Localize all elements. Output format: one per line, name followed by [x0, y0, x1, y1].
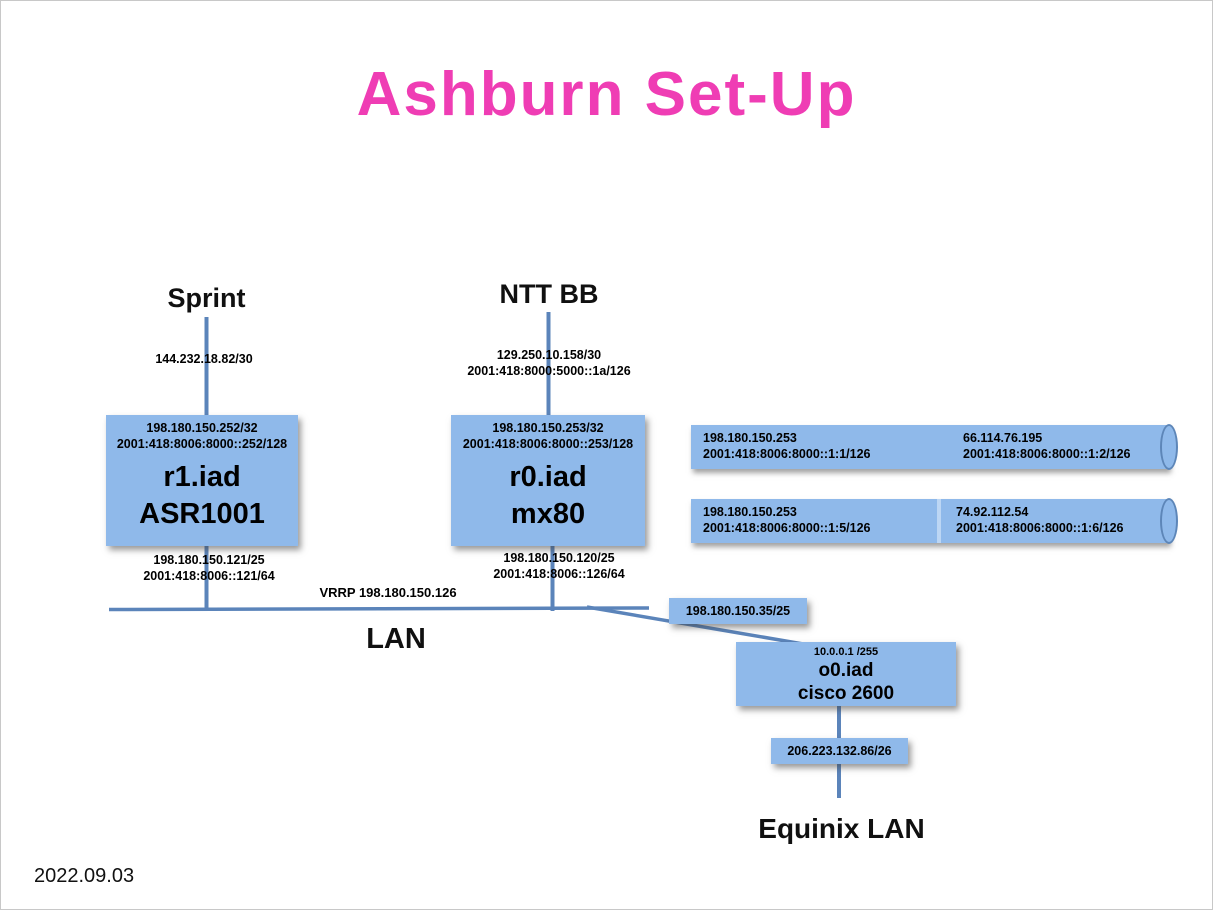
r0-loopback-ipv6: 2001:418:8006:8000::253/128: [462, 437, 634, 452]
tunnel-2-local-ips: 198.180.150.253 2001:418:8006:8000::1:5/…: [703, 504, 871, 537]
tunnel-1-cylinder: 198.180.150.253 2001:418:8006:8000::1:1/…: [691, 424, 1178, 470]
tunnel-1-local-ipv6: 2001:418:8006:8000::1:1/126: [703, 447, 871, 462]
tunnel-2-local-ipv6: 2001:418:8006:8000::1:5/126: [703, 521, 871, 536]
tunnel-2-remote-ipv6: 2001:418:8006:8000::1:6/126: [956, 521, 1124, 536]
equinix-ip-chip: 206.223.132.86/26: [771, 738, 908, 764]
tunnel-2-cylinder: 198.180.150.253 2001:418:8006:8000::1:5/…: [691, 498, 1178, 544]
sprint-link-ip: 144.232.18.82/30: [155, 352, 253, 366]
r1-hostname: r1.iad: [163, 460, 241, 493]
tunnel-1-remote-ips: 66.114.76.195 2001:418:8006:8000::1:2/12…: [963, 430, 1131, 463]
r0-lan-ipv6: 2001:418:8006::126/64: [493, 567, 625, 582]
tunnel-2-remote-ipv4: 74.92.112.54: [956, 505, 1029, 519]
tunnel-1-local-ipv4: 198.180.150.253: [703, 431, 797, 445]
r0-lan-ips: 198.180.150.120/25 2001:418:8006::126/64: [469, 550, 649, 583]
r0-loopback-ipv4: 198.180.150.253/32: [492, 421, 604, 435]
tunnel-1-remote-ipv6: 2001:418:8006:8000::1:2/126: [963, 447, 1131, 462]
r0-model: mx80: [510, 498, 586, 531]
r1-loopback-ips: 198.180.150.252/32 2001:418:8006:8000::2…: [117, 420, 287, 453]
r1-loopback-ipv6: 2001:418:8006:8000::252/128: [116, 437, 288, 452]
equinix-lan-label: Equinix LAN: [758, 813, 925, 844]
r0-loopback-ips: 198.180.150.253/32 2001:418:8006:8000::2…: [463, 420, 633, 453]
o0-mgmt-ip: 10.0.0.1 /255: [813, 646, 879, 658]
r0-lan-ipv4: 198.180.150.120/25: [503, 551, 615, 565]
tunnel-2-cap: [1160, 498, 1178, 544]
o0-model: cisco 2600: [797, 683, 895, 705]
r1-lan-ips: 198.180.150.121/25 2001:418:8006::121/64: [119, 552, 299, 585]
o0-link-ipv4: 198.180.150.35/25: [685, 603, 791, 618]
tunnel-1-cap: [1160, 424, 1178, 470]
tunnel-1-remote-ipv4: 66.114.76.195: [963, 431, 1043, 445]
r0-hostname: r0.iad: [509, 460, 587, 493]
vrrp-label: VRRP 198.180.150.126: [319, 585, 457, 600]
r1-lan-ipv4: 198.180.150.121/25: [153, 553, 265, 567]
ntt-link-ipv4: 129.250.10.158/30: [496, 348, 602, 362]
ntt-link-ipv6: 2001:418:8000:5000::1a/126: [467, 364, 631, 379]
tunnel-2-seam: [937, 499, 941, 543]
equinix-ipv4: 206.223.132.86/26: [787, 743, 892, 758]
provider-ntt-label: NTT BB: [499, 279, 599, 309]
r1-lan-ipv6: 2001:418:8006::121/64: [143, 569, 275, 584]
slide-title: Ashburn Set-Up: [356, 60, 857, 129]
provider-sprint-label: Sprint: [167, 283, 246, 313]
ntt-link-ips: 129.250.10.158/30 2001:418:8000:5000::1a…: [449, 347, 649, 380]
tunnel-2-remote-ips: 74.92.112.54 2001:418:8006:8000::1:6/126: [956, 504, 1124, 537]
o0-box: 10.0.0.1 /255 o0.iad cisco 2600: [736, 642, 956, 706]
lan-label: LAN: [366, 623, 426, 655]
o0-hostname: o0.iad: [818, 660, 874, 682]
tunnel-2-local-ipv4: 198.180.150.253: [703, 505, 797, 519]
slide-date: 2022.09.03: [34, 865, 135, 887]
lan-bus-line: [108, 606, 650, 612]
router-r0-box: 198.180.150.253/32 2001:418:8006:8000::2…: [451, 415, 645, 546]
tunnel-1-local-ips: 198.180.150.253 2001:418:8006:8000::1:1/…: [703, 430, 871, 463]
router-r1-box: 198.180.150.252/32 2001:418:8006:8000::2…: [106, 415, 298, 546]
r1-loopback-ipv4: 198.180.150.252/32: [146, 421, 258, 435]
o0-link-ip-chip: 198.180.150.35/25: [669, 598, 807, 624]
r1-model: ASR1001: [139, 498, 265, 531]
